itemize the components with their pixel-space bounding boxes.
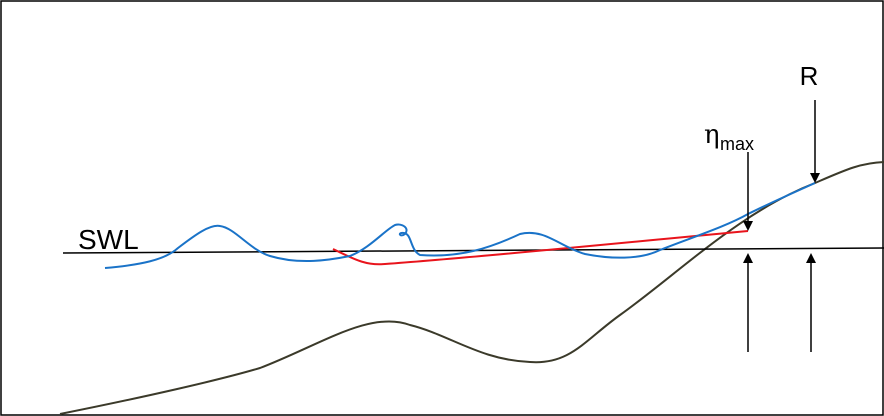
bed-profile-line (59, 161, 884, 415)
swl-label: SWL (78, 224, 139, 255)
runup-label: R (800, 61, 819, 91)
setup-subscript-label: max (720, 134, 754, 154)
setup-symbol-label: η (704, 120, 720, 150)
mean-water-level-line (332, 230, 749, 266)
instantaneous-water-surface-line (104, 182, 816, 269)
